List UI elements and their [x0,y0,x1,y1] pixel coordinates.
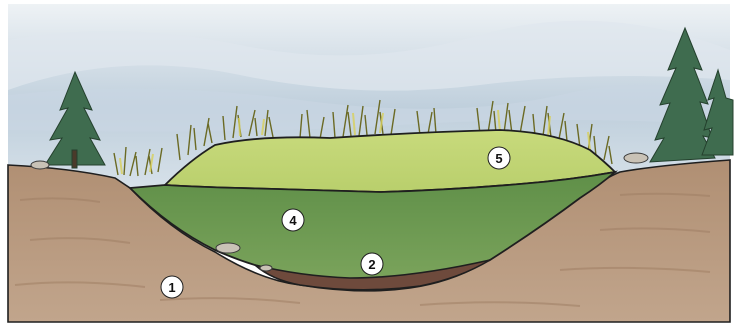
marker-bottom-layer: 2 [361,253,383,275]
marker-surface-layer: 5 [488,147,510,169]
marker-label: 1 [168,280,175,295]
marker-middle-layer: 4 [282,209,304,231]
marker-label: 4 [289,213,297,228]
marker-mineral-soil: 1 [161,276,183,298]
marker-label: 2 [368,257,375,272]
marker-label: 5 [495,151,502,166]
